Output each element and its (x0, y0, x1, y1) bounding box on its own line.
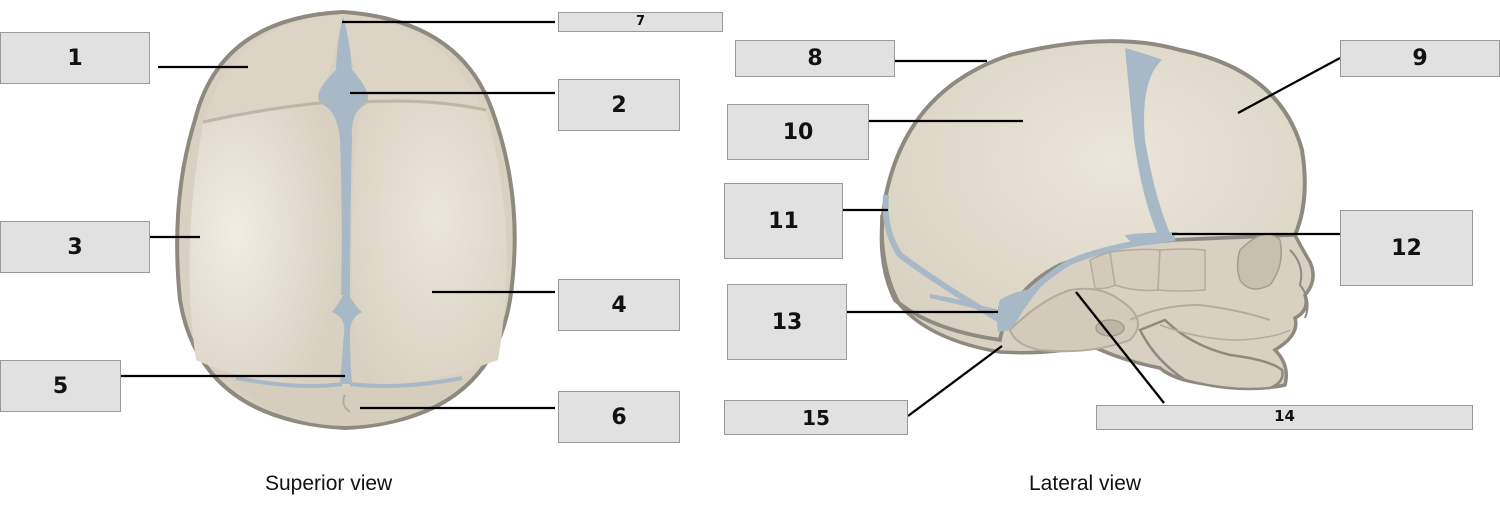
lambdoid-suture-lateral (882, 194, 1002, 323)
label-box-9: 9 (1340, 40, 1500, 77)
label-box-15: 15 (724, 400, 908, 435)
sphenoid-fontanelle (1125, 232, 1178, 245)
sagittal-suture (340, 140, 352, 295)
mandible (1138, 318, 1284, 391)
coronal-suture-lateral (1125, 48, 1172, 240)
label-box-4: 4 (558, 279, 680, 331)
label-box-12: 12 (1340, 210, 1473, 286)
label-box-3: 3 (0, 221, 150, 273)
right-parietal-bone (350, 103, 507, 390)
label-box-1: 1 (0, 32, 150, 84)
label-box-8: 8 (735, 40, 895, 77)
leader-line-9 (1237, 56, 1341, 115)
label-box-6: 6 (558, 391, 680, 443)
label-box-11: 11 (724, 183, 843, 259)
label-box-10: 10 (727, 104, 869, 160)
label-box-5: 5 (0, 360, 121, 412)
label-box-14: 14 (1096, 405, 1473, 430)
anterior-fontanelle (318, 16, 369, 140)
lambdoid-suture (235, 376, 463, 388)
caption-lateral-view: Lateral view (1029, 472, 1142, 495)
label-box-7: 7 (558, 12, 723, 32)
left-parietal-bone (189, 104, 342, 390)
coronal-suture (202, 100, 331, 124)
lateral-view-skull (879, 39, 1315, 391)
leader-line-15 (907, 345, 1003, 417)
posterior-fontanelle-superior (332, 290, 362, 384)
label-box-2: 2 (558, 79, 680, 131)
label-box-13: 13 (727, 284, 847, 360)
frontal-bone-superior (205, 14, 343, 120)
superior-view-skull (175, 9, 517, 431)
caption-superior-view: Superior view (265, 472, 393, 495)
mastoid-fontanelle (996, 288, 1040, 332)
leader-lines (121, 20, 1341, 417)
leader-line-14 (1075, 291, 1165, 404)
